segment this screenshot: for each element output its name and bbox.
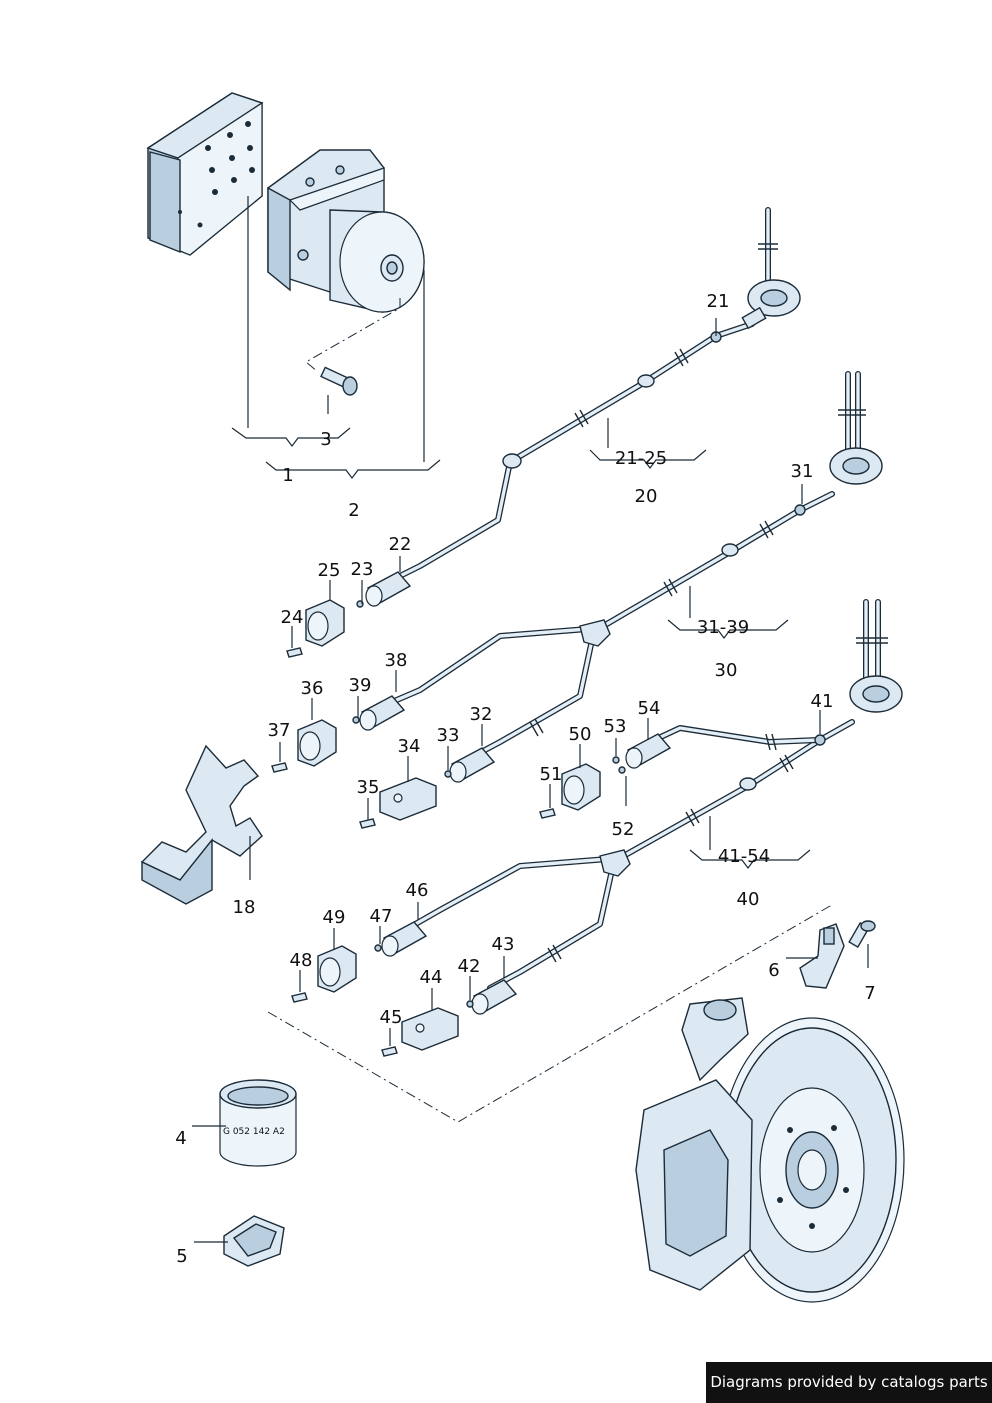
- grommet-5[interactable]: [223, 1215, 285, 1267]
- callout-33: 33: [437, 725, 460, 746]
- screw-3[interactable]: [320, 366, 358, 396]
- callout-6: 6: [768, 960, 779, 981]
- callout-labels: 1 2 3 4 5 6 7 18 20 21 21-25 22 23 24 25…: [175, 291, 875, 1267]
- callout-21: 21: [707, 291, 730, 312]
- callout-42: 42: [458, 956, 481, 977]
- bolt-7[interactable]: [848, 920, 876, 948]
- callout-5: 5: [176, 1246, 187, 1267]
- hydraulic-unit[interactable]: [267, 149, 425, 313]
- cap-25[interactable]: [305, 599, 345, 647]
- callout-31-39: 31-39: [697, 617, 749, 638]
- callout-46: 46: [406, 880, 429, 901]
- callout-31: 31: [791, 461, 814, 482]
- clip-42[interactable]: [466, 1000, 474, 1008]
- callout-2: 2: [348, 500, 359, 521]
- clip-47[interactable]: [374, 944, 382, 952]
- callout-44: 44: [420, 967, 443, 988]
- callout-4: 4: [175, 1128, 186, 1149]
- callout-51: 51: [540, 764, 563, 785]
- callout-7: 7: [864, 983, 875, 1004]
- bracket-18[interactable]: [140, 744, 263, 905]
- bolt-37[interactable]: [271, 762, 288, 773]
- callout-25: 25: [318, 560, 341, 581]
- brake-disc-hub-assembly[interactable]: [635, 997, 905, 1303]
- callout-54: 54: [638, 698, 661, 719]
- clip-39[interactable]: [352, 716, 360, 724]
- callout-50: 50: [569, 724, 592, 745]
- stamp-text: G 052 142 A2: [223, 1127, 285, 1137]
- callout-32: 32: [470, 704, 493, 725]
- cap-36[interactable]: [297, 719, 337, 767]
- callout-21-25: 21-25: [615, 448, 667, 469]
- callout-47: 47: [370, 906, 393, 927]
- callout-39: 39: [349, 675, 372, 696]
- callout-41-54: 41-54: [718, 846, 770, 867]
- callout-30: 30: [715, 660, 738, 681]
- bolt-24[interactable]: [286, 647, 303, 658]
- bolt-51[interactable]: [539, 808, 556, 819]
- callout-43: 43: [492, 934, 515, 955]
- callout-3: 3: [320, 429, 331, 450]
- callout-20: 20: [635, 486, 658, 507]
- bolt-35[interactable]: [359, 818, 376, 829]
- callout-38: 38: [385, 650, 408, 671]
- callout-18: 18: [233, 897, 256, 918]
- bolt-48[interactable]: [291, 992, 308, 1003]
- callout-48: 48: [290, 950, 313, 971]
- callout-37: 37: [268, 720, 291, 741]
- callout-22: 22: [389, 534, 412, 555]
- screw-dash-line: [305, 298, 401, 373]
- callout-45: 45: [380, 1007, 403, 1028]
- callout-40: 40: [737, 889, 760, 910]
- callout-35: 35: [357, 777, 380, 798]
- wheel-speed-sensor-6[interactable]: [799, 923, 845, 989]
- clip-33[interactable]: [444, 770, 452, 778]
- clip-53[interactable]: [612, 756, 620, 764]
- callout-52: 52: [612, 819, 635, 840]
- callout-24: 24: [281, 607, 304, 628]
- sensor-wire-30[interactable]: [359, 371, 883, 783]
- bolt-45[interactable]: [381, 1046, 398, 1057]
- callout-36: 36: [301, 678, 324, 699]
- callout-53: 53: [604, 716, 627, 737]
- abs-control-unit[interactable]: [146, 92, 264, 291]
- callout-49: 49: [323, 907, 346, 928]
- footer-credit: Diagrams provided by catalogs parts: [706, 1362, 992, 1403]
- sensor-wire-40[interactable]: [381, 599, 903, 1015]
- clip-52[interactable]: [618, 766, 626, 774]
- sleeve-4[interactable]: G 052 142 A2: [219, 1079, 297, 1167]
- cap-49[interactable]: [317, 945, 357, 993]
- callout-1: 1: [282, 465, 293, 486]
- holder-34[interactable]: [379, 777, 437, 821]
- callout-34: 34: [398, 736, 421, 757]
- holder-44[interactable]: [401, 1007, 459, 1051]
- callout-23: 23: [351, 559, 374, 580]
- cap-50[interactable]: [561, 763, 601, 811]
- callout-41: 41: [811, 691, 834, 712]
- group-frame-dashdot: [267, 904, 831, 1123]
